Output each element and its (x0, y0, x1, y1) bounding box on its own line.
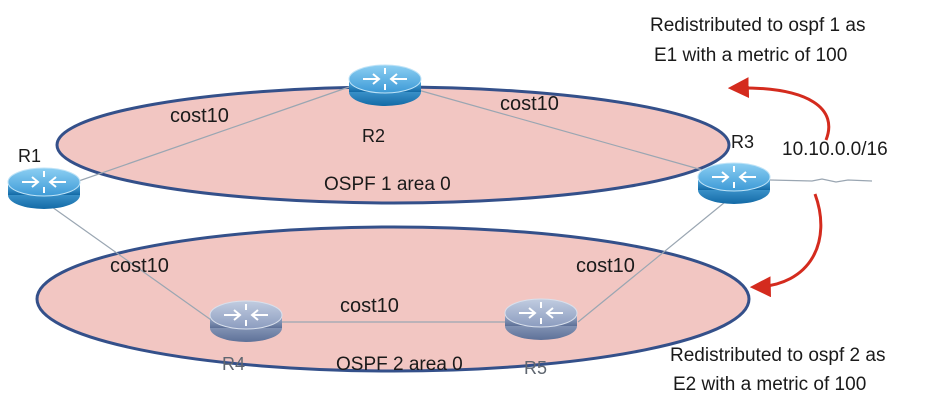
link-r2-r3 (417, 89, 707, 172)
router-r1-label: R1 (18, 146, 41, 166)
router-r2-icon (348, 64, 422, 106)
link-r1-r4-cost-label: cost10 (110, 255, 169, 277)
link-r5-r3-cost-label: cost10 (576, 255, 635, 277)
link-r1-r4 (51, 206, 215, 323)
redistribution-ospf1-line2: E1 with a metric of 100 (654, 45, 847, 66)
external-link (769, 178, 873, 183)
redistribution-arrow-ospf2 (749, 193, 823, 298)
router-r3-icon (697, 162, 771, 204)
link-r2-r3-cost-label: cost10 (500, 93, 559, 115)
router-r5-icon (504, 298, 578, 340)
ospf1-area-label: OSPF 1 area 0 (324, 174, 451, 195)
link-r5-r3 (577, 197, 731, 323)
link-r4-r5-cost-label: cost10 (340, 295, 399, 317)
redistribution-ospf1-line1: Redistributed to ospf 1 as (650, 15, 865, 36)
router-r4-icon (209, 300, 283, 342)
router-r5-label: R5 (524, 358, 547, 378)
router-r4-label: R4 (222, 354, 245, 374)
router-r1-icon (7, 167, 81, 209)
router-r2-label: R2 (362, 126, 385, 146)
link-r1-r2 (69, 85, 353, 185)
router-r3-label: R3 (731, 132, 754, 152)
external-prefix-label: 10.10.0.0/16 (782, 139, 888, 160)
ospf2-area-label: OSPF 2 area 0 (336, 354, 463, 375)
link-r1-r2-cost-label: cost10 (170, 105, 229, 127)
redistribution-ospf2-line2: E2 with a metric of 100 (673, 374, 866, 395)
redistribution-ospf2-line1: Redistributed to ospf 2 as (670, 345, 885, 366)
redistribution-arrow-ospf1 (727, 77, 831, 141)
